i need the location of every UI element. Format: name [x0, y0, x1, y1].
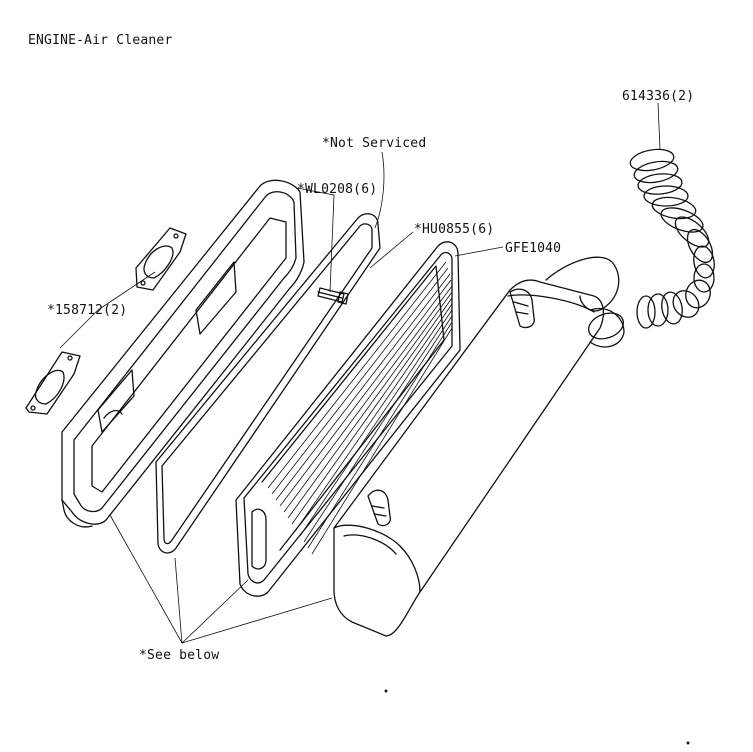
callout-gasket: *158712(2) — [47, 303, 128, 318]
callout-wl0208: *WL0208(6) — [297, 182, 378, 197]
corrugated-hose — [629, 148, 715, 329]
long-gasket — [155, 213, 381, 554]
callout-gfe1040: GFE1040 — [505, 241, 562, 256]
bolt — [317, 287, 349, 305]
gasket-upper — [135, 227, 187, 291]
diagram-title: ENGINE-Air Cleaner — [28, 33, 173, 48]
callout-hu0855: *HU0855(6) — [414, 222, 495, 237]
callout-not-serviced: *Not Serviced — [322, 136, 427, 151]
filter-element — [235, 241, 461, 597]
housing-back — [61, 179, 305, 528]
callout-hose-part: 614336(2) — [622, 89, 695, 104]
callout-see-below: *See below — [139, 648, 220, 663]
housing-cover — [333, 256, 625, 637]
gasket-lower — [25, 351, 81, 415]
leader-lines — [59, 102, 661, 644]
